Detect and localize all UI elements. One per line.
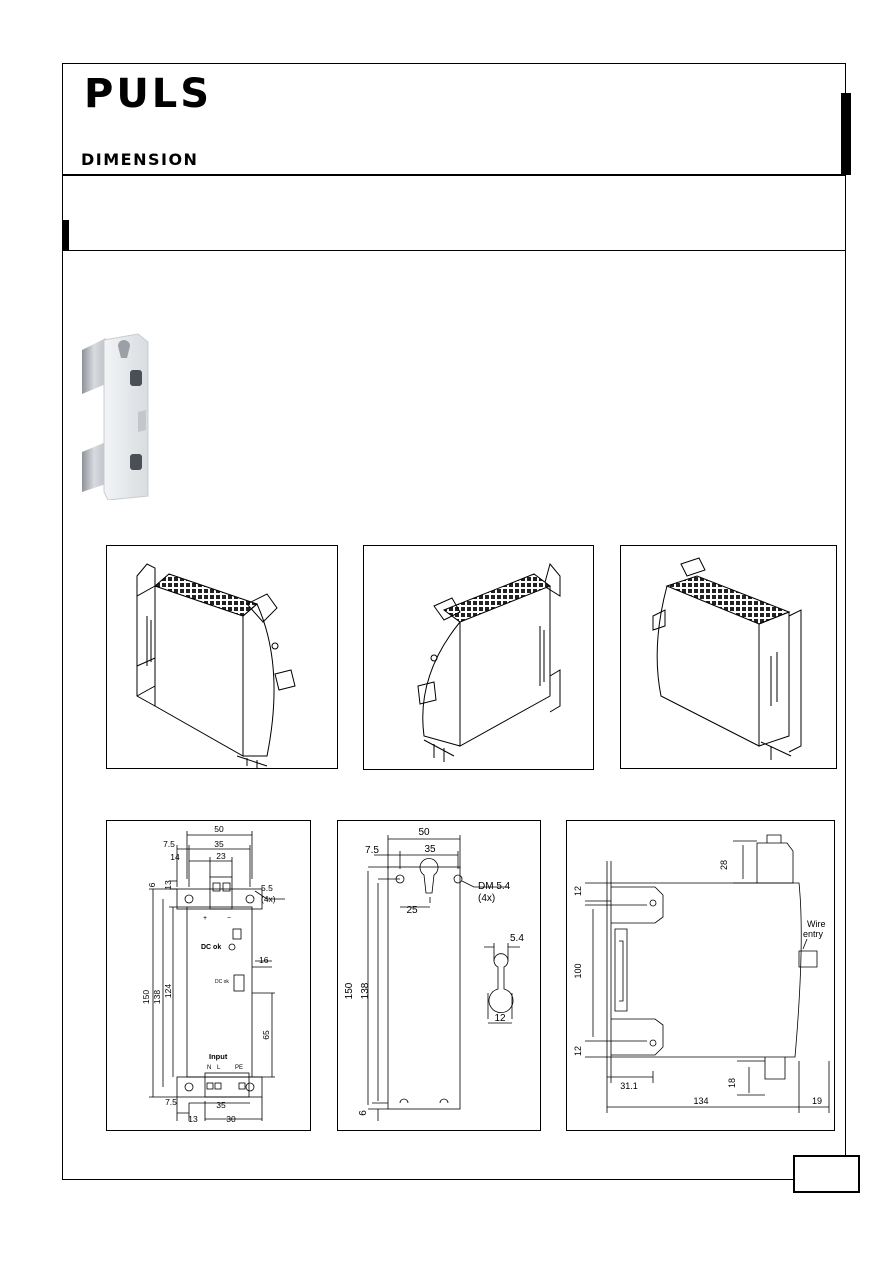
iso-view-center-drawing	[417, 562, 561, 762]
front-terminal-pe: PE	[235, 1065, 243, 1071]
front-dim-14: 14	[170, 852, 180, 862]
section-marker-bar	[62, 220, 69, 250]
front-terminal-n: N	[207, 1065, 211, 1071]
side-dim-100: 100	[573, 963, 583, 978]
bracket-hole-count: (4x)	[478, 893, 495, 904]
bracket-dim-25: 25	[406, 905, 418, 916]
side-wire-entry-2: entry	[803, 929, 824, 939]
bracket-dimension-svg: 50 7.5 35 DM 5.4 (4x) 25 150 138 5.4 12 …	[344, 827, 524, 1121]
doc-type-label: DIMENSION	[81, 150, 199, 169]
front-dim-7-5: 7.5	[163, 839, 175, 849]
front-dc-ok: DC ok	[201, 944, 221, 951]
front-dim-150: 150	[141, 990, 151, 1004]
front-minus: −	[227, 915, 231, 922]
side-dim-19: 19	[812, 1096, 822, 1106]
front-bottom-13: 13	[188, 1114, 198, 1124]
front-input-label: Input	[209, 1052, 228, 1061]
side-dim-18: 18	[727, 1078, 737, 1088]
front-dim-16: 16	[259, 955, 269, 965]
front-dimension-svg: 50 7.5 35 14 23 6 13 5.5 (4x) 150 138 12…	[141, 824, 285, 1124]
front-hole-dia: 5.5	[261, 883, 273, 893]
bracket-dim-6: 6	[358, 1110, 369, 1116]
front-bottom-30: 30	[226, 1114, 236, 1124]
section-divider	[62, 250, 846, 251]
page-frame	[62, 63, 846, 1180]
bracket-dimension-drawing: 50 7.5 35 DM 5.4 (4x) 25 150 138 5.4 12 …	[337, 820, 541, 1131]
iso-view-center	[363, 545, 594, 770]
side-dimension-svg: 28 12 100 12 Wire entry 31.1 18 134 19	[573, 834, 830, 1113]
side-dimension-drawing: 28 12 100 12 Wire entry 31.1 18 134 19	[566, 820, 835, 1131]
front-dim-6: 6	[147, 882, 157, 887]
front-dim-138: 138	[152, 990, 162, 1004]
front-plus: +	[203, 915, 207, 922]
front-dimension-drawing: 50 7.5 35 14 23 6 13 5.5 (4x) 150 138 12…	[106, 820, 311, 1131]
bracket-hole-label: DM 5.4	[478, 881, 511, 892]
iso-view-left-drawing	[136, 563, 296, 768]
front-dim-23: 23	[216, 851, 226, 861]
front-dim-13: 13	[163, 880, 173, 890]
side-dim-bottom-12: 12	[573, 1046, 583, 1056]
bracket-photo	[82, 333, 149, 500]
bracket-dim-138: 138	[360, 982, 371, 999]
header-side-bar	[841, 93, 851, 175]
side-dim-28: 28	[719, 860, 729, 870]
front-hole-count: (4x)	[261, 894, 276, 904]
front-dim-124: 124	[163, 984, 173, 998]
front-terminal-l: L	[217, 1065, 221, 1071]
side-dim-134: 134	[693, 1096, 708, 1106]
iso-view-right	[620, 545, 837, 769]
side-dim-31-1: 31.1	[620, 1081, 638, 1091]
bracket-dim-50: 50	[418, 827, 430, 838]
front-dim-65: 65	[261, 1030, 271, 1040]
bracket-dim-150: 150	[344, 982, 355, 999]
front-relay-label: DC ok	[215, 979, 229, 985]
bracket-dim-7-5: 7.5	[365, 845, 379, 856]
side-dim-top-12: 12	[573, 886, 583, 896]
front-dim-35: 35	[214, 839, 224, 849]
iso-view-right-drawing	[652, 557, 802, 760]
header-divider	[62, 174, 846, 176]
bracket-dim-35: 35	[424, 844, 436, 855]
front-bottom-7-5: 7.5	[165, 1097, 177, 1107]
bracket-slot-height: 12	[494, 1013, 506, 1024]
page-number-box	[793, 1155, 860, 1193]
side-wire-entry-1: Wire	[807, 919, 826, 929]
puls-logo: PULS	[84, 71, 213, 117]
front-bottom-35: 35	[216, 1100, 226, 1110]
bracket-slot-width: 5.4	[510, 933, 524, 944]
front-dim-50: 50	[214, 824, 224, 834]
iso-view-left	[106, 545, 338, 769]
